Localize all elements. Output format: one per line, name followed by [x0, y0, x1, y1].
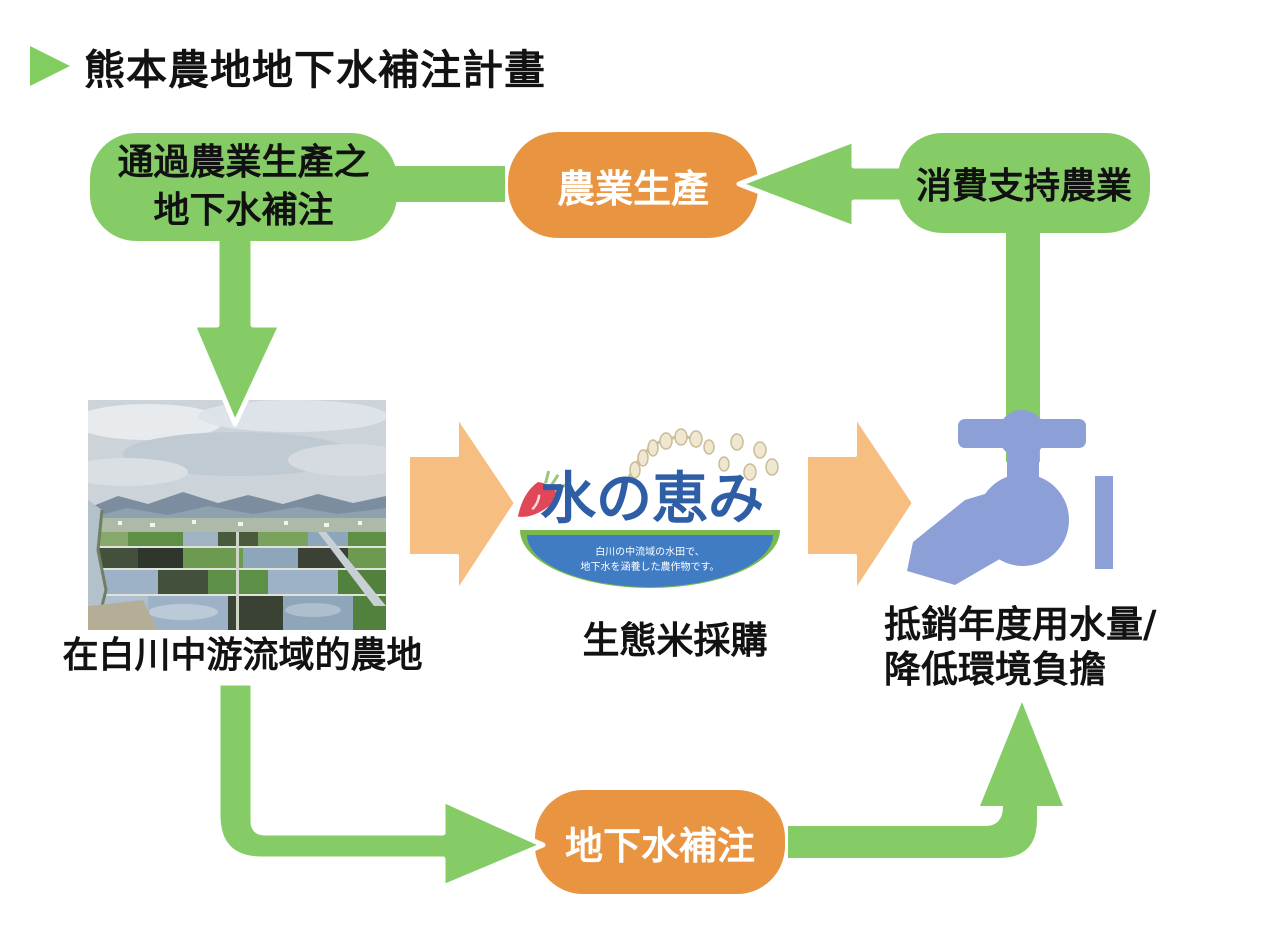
caption-rice-purchase: 生態米採購	[550, 610, 800, 664]
faucet-body	[977, 474, 1069, 566]
faucet-handle-hub	[998, 410, 1046, 458]
page-title-row: 熊本農地地下水補注計畫	[30, 36, 546, 96]
connector-faucet-to-consumption	[1006, 228, 1040, 462]
mizu-no-megumi-logo: 水の恵み 白川の中流域の水田で、 地下水を涵養した農作物です。	[517, 428, 780, 588]
faucet-neck	[1007, 452, 1039, 478]
logo-sub-line2: 地下水を涵養した農作物です。	[581, 560, 720, 573]
node-groundwater-recharge-label: 地下水補注	[564, 823, 755, 868]
green-right-triangle-icon	[30, 46, 70, 86]
logo-main-text: 水の恵み	[540, 467, 764, 532]
connector-recharge-to-production	[392, 166, 505, 202]
caption-farmland-text: 在白川中游流域的農地	[62, 635, 423, 676]
node-recharge-line1: 通過農業生產之	[117, 142, 370, 184]
faucet-handle-bar	[958, 419, 1086, 448]
node-agricultural-production-label: 農業生產	[556, 166, 709, 211]
rice-grains-icon	[629, 428, 779, 481]
caption-water-offset: 抵銷年度用水量/ 降低環境負擔	[884, 602, 1224, 692]
arrow-consumption-to-production	[736, 137, 923, 231]
faucet-spout	[907, 490, 1024, 585]
arrow-recharge-to-offset	[788, 702, 1063, 858]
arrow-farmland-to-rice	[406, 413, 518, 595]
carrot-icon	[517, 470, 567, 517]
arrow-farmland-to-recharge	[215, 680, 546, 890]
node-consumption-supports-agriculture: 消費支持農業	[898, 133, 1150, 233]
logo-sub-line1: 白川の中流域の水田で、	[595, 545, 705, 558]
caption-rice-purchase-text: 生態米採購	[582, 619, 768, 662]
node-groundwater-recharge: 地下水補注	[535, 790, 785, 894]
node-agricultural-production: 農業生產	[508, 132, 758, 238]
caption-farmland: 在白川中游流域的農地	[55, 626, 430, 678]
logo-blue-band	[527, 535, 773, 587]
caption-water-offset-line1: 抵銷年度用水量/	[884, 603, 1157, 646]
arrow-recharge-to-farmland	[190, 233, 284, 427]
arrow-rice-to-faucet	[804, 413, 916, 595]
caption-water-offset-line2: 降低環境負擔	[884, 648, 1106, 692]
node-recharge-via-agriculture: 通過農業生產之 地下水補注	[90, 133, 397, 241]
node-recharge-line2: 地下水補注	[153, 190, 334, 231]
faucet-wall-mount	[1095, 476, 1113, 569]
page-title: 熊本農地地下水補注計畫	[84, 46, 546, 94]
farmland-aerial-photo	[88, 400, 386, 630]
node-consumption-label: 消費支持農業	[915, 166, 1132, 207]
